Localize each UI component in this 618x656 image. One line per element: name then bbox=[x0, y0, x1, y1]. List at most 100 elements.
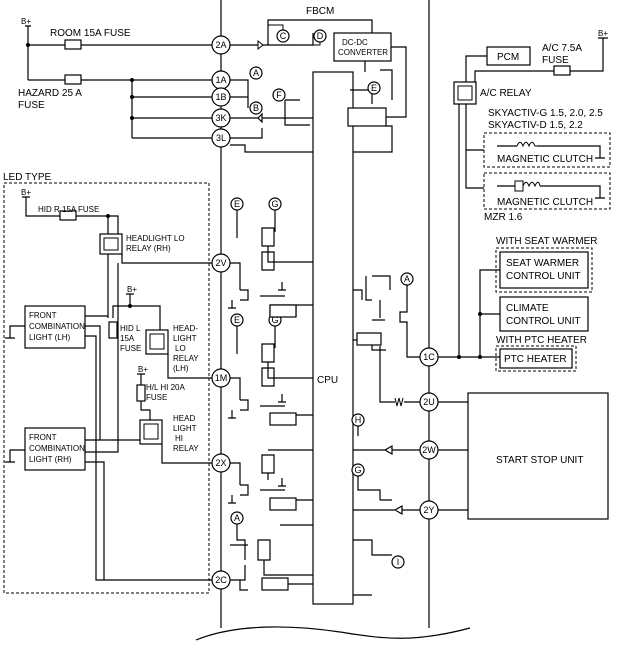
svg-text:E: E bbox=[234, 199, 240, 209]
hi-label-3: HI bbox=[175, 434, 183, 443]
climate-label-2: CONTROL UNIT bbox=[506, 316, 581, 327]
pin-2X: 2X bbox=[211, 453, 231, 473]
fcl-rh-label-3: LIGHT (RH) bbox=[29, 455, 72, 464]
magnetic-clutch-2-frame bbox=[483, 172, 611, 210]
svg-text:I: I bbox=[397, 557, 400, 567]
hazard-fuse-label-1: HAZARD 25 A bbox=[18, 88, 82, 99]
hid-l-fuse-label-2: 15A bbox=[120, 334, 135, 343]
hid-l-fuse-label-1: HID L bbox=[120, 324, 141, 333]
svg-text:2U: 2U bbox=[423, 397, 435, 407]
svg-text:3K: 3K bbox=[215, 113, 226, 123]
hl-hi-fuse bbox=[136, 384, 146, 402]
svg-text:2X: 2X bbox=[215, 458, 226, 468]
right-section: PCM B+ A/C 7.5A FUSE A/C RELAY SKYACTIV-… bbox=[438, 29, 611, 520]
ref-h: H bbox=[351, 413, 365, 427]
ac-fuse bbox=[553, 65, 571, 76]
dcdc-label-1: DC-DC bbox=[342, 38, 368, 47]
led-type-section: LED TYPE B+ HID R 15A FUSE HEADLIGHT LO … bbox=[3, 172, 212, 594]
ref-d-top: D bbox=[313, 29, 327, 43]
start-stop-unit bbox=[467, 392, 609, 520]
ptc-heater-frame bbox=[495, 345, 577, 372]
cpu-label: CPU bbox=[317, 375, 338, 386]
lo-relay-label-2: RELAY (RH) bbox=[126, 244, 171, 253]
ref-f-top: F bbox=[272, 88, 286, 102]
bplus-label-hi: B+ bbox=[138, 365, 148, 374]
fbcm-internal-top bbox=[230, 19, 407, 153]
svg-text:G: G bbox=[271, 315, 278, 325]
fbcm-title: FBCM bbox=[306, 6, 334, 17]
fbcm-right-internal bbox=[353, 275, 420, 596]
regulator-block bbox=[347, 107, 387, 127]
ac-fuse-label-2: FUSE bbox=[542, 55, 569, 66]
bplus-label-mid: B+ bbox=[127, 285, 137, 294]
pcm-label: PCM bbox=[497, 52, 519, 63]
lh-lo-label-4: RELAY bbox=[173, 354, 199, 363]
bplus-label-hid: B+ bbox=[21, 188, 31, 197]
lh-lo-label-3: LO bbox=[175, 344, 186, 353]
svg-text:2A: 2A bbox=[215, 40, 226, 50]
fcl-rh-label-2: COMBINATION bbox=[29, 444, 85, 453]
ref-b-top: B bbox=[249, 101, 263, 115]
svg-text:2C: 2C bbox=[215, 575, 227, 585]
svg-text:G: G bbox=[354, 465, 361, 475]
ref-a-right: A bbox=[400, 272, 414, 286]
seat-warmer-label-2: CONTROL UNIT bbox=[506, 271, 581, 282]
lh-lo-label-1: HEAD- bbox=[173, 324, 198, 333]
hl-hi-fuse-label-2: FUSE bbox=[146, 393, 167, 402]
ac-fuse-label-1: A/C 7.5A bbox=[542, 43, 582, 54]
skyactiv-d-label: SKYACTIV-D 1.5, 2.2 bbox=[488, 120, 583, 131]
skyactiv-g-label: SKYACTIV-G 1.5, 2.0, 2.5 bbox=[488, 108, 603, 119]
ref-e-2: E bbox=[230, 313, 244, 327]
pin-2A: 2A bbox=[211, 35, 231, 55]
ptc-heater-label: PTC HEATER bbox=[504, 354, 567, 365]
pin-2W: 2W bbox=[419, 440, 439, 460]
hid-r-fuse-label: HID R 15A FUSE bbox=[38, 205, 99, 214]
start-stop-label: START STOP UNIT bbox=[496, 455, 583, 466]
room-fuse-label: ROOM 15A FUSE bbox=[50, 28, 131, 39]
fcl-lh-label-1: FRONT bbox=[29, 311, 57, 320]
pin-1C: 1C bbox=[419, 347, 439, 367]
svg-text:B: B bbox=[253, 103, 259, 113]
svg-text:2V: 2V bbox=[215, 258, 226, 268]
ref-g-1: G bbox=[268, 197, 282, 211]
svg-text:H: H bbox=[355, 415, 362, 425]
hl-hi-fuse-label-1: H/L HI 20A bbox=[146, 383, 185, 392]
bplus-label-right: B+ bbox=[598, 29, 608, 38]
power-supply-section: B+ ROOM 15A FUSE HAZARD 25 A FUSE bbox=[18, 17, 212, 139]
svg-text:A: A bbox=[234, 513, 240, 523]
pin-1B: 1B bbox=[211, 87, 231, 107]
climate-control-unit bbox=[499, 296, 589, 332]
magnetic-clutch-2-label: MAGNETIC CLUTCH bbox=[497, 197, 593, 208]
hazard-fuse bbox=[64, 74, 82, 85]
led-type-title: LED TYPE bbox=[3, 172, 51, 183]
lh-lo-label-5: (LH) bbox=[173, 364, 189, 373]
magnetic-clutch-1-frame bbox=[483, 132, 611, 168]
dcdc-converter bbox=[333, 32, 392, 62]
svg-text:A: A bbox=[253, 68, 259, 78]
ref-c-top: C bbox=[276, 29, 290, 43]
hid-r-fuse bbox=[59, 210, 77, 221]
front-combination-light-rh bbox=[24, 427, 86, 471]
lo-relay-label-1: HEADLIGHT LO bbox=[126, 234, 185, 243]
dcdc-label-2: CONVERTER bbox=[338, 48, 388, 57]
pin-2U: 2U bbox=[419, 392, 439, 412]
pin-1M: 1M bbox=[211, 368, 231, 388]
ref-i: I bbox=[391, 555, 405, 569]
ref-a-bottom: A bbox=[230, 511, 244, 525]
pin-3K: 3K bbox=[211, 108, 231, 128]
fcl-lh-label-2: COMBINATION bbox=[29, 322, 85, 331]
ac-relay-label: A/C RELAY bbox=[480, 88, 532, 99]
ac-relay bbox=[453, 81, 477, 105]
headlight-lo-relay-lh bbox=[145, 329, 169, 355]
reference-markers: C D A B F E E G E G A H G A I bbox=[230, 29, 414, 569]
svg-text:D: D bbox=[317, 31, 324, 41]
seat-warmer-control-unit bbox=[499, 251, 589, 289]
fcl-rh-label-1: FRONT bbox=[29, 433, 57, 442]
hazard-fuse-label-2: FUSE bbox=[18, 100, 45, 111]
fcl-lh-label-3: LIGHT (LH) bbox=[29, 333, 71, 342]
svg-text:C: C bbox=[280, 31, 287, 41]
hi-label-1: HEAD bbox=[173, 414, 195, 423]
room-fuse bbox=[64, 39, 82, 50]
hi-label-4: RELAY bbox=[173, 444, 199, 453]
